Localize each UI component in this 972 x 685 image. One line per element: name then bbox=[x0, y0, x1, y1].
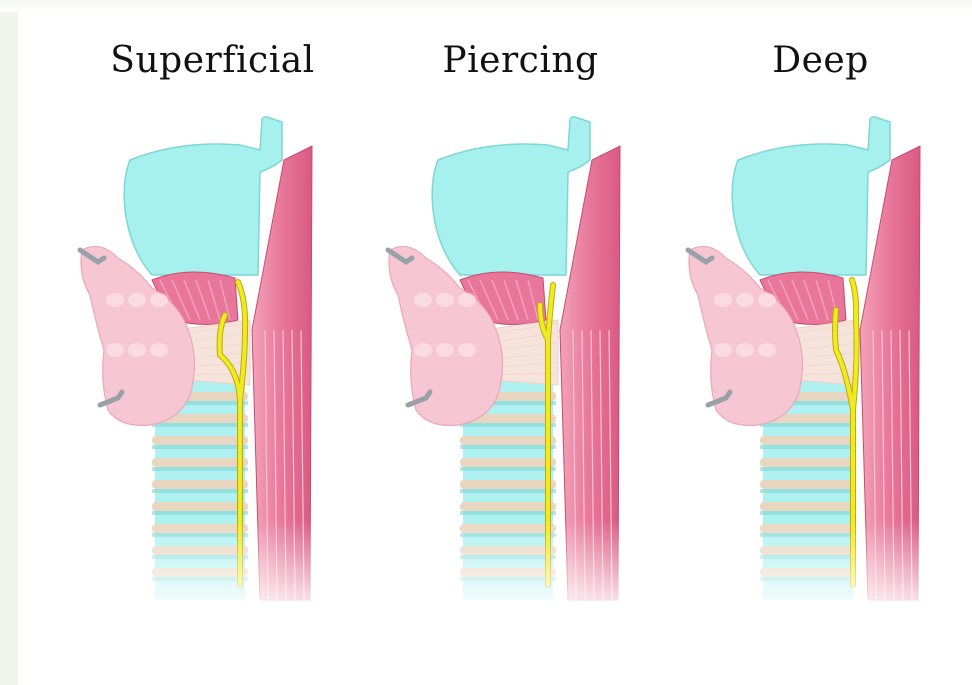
tracheal-ring bbox=[760, 502, 856, 511]
anatomy-illustration-deep bbox=[668, 0, 972, 685]
panel-piercing: Piercing bbox=[368, 0, 673, 685]
tracheal-ring bbox=[760, 436, 856, 445]
tracheal-ring-shadow bbox=[152, 423, 248, 427]
tracheal-ring-shadow bbox=[152, 511, 248, 515]
tracheal-ring bbox=[152, 502, 248, 511]
tracheal-ring-shadow bbox=[460, 511, 556, 515]
tracheal-ring-shadow bbox=[152, 489, 248, 493]
tracheal-ring-shadow bbox=[460, 489, 556, 493]
gland-lobule bbox=[106, 343, 124, 357]
bottom-fade bbox=[60, 520, 365, 620]
bottom-fade bbox=[668, 520, 972, 620]
tracheal-ring-shadow bbox=[760, 467, 856, 471]
tracheal-ring bbox=[152, 458, 248, 467]
tracheal-ring bbox=[460, 502, 556, 511]
tracheal-ring-shadow bbox=[152, 445, 248, 449]
gland-lobule bbox=[106, 293, 124, 307]
anatomy-illustration-superficial bbox=[60, 0, 365, 685]
tracheal-ring-shadow bbox=[760, 489, 856, 493]
tracheal-ring bbox=[152, 480, 248, 489]
tracheal-ring-shadow bbox=[760, 445, 856, 449]
gland-lobule bbox=[736, 343, 754, 357]
gland-lobule bbox=[714, 343, 732, 357]
tracheal-ring-shadow bbox=[460, 445, 556, 449]
tracheal-ring-shadow bbox=[152, 467, 248, 471]
gland-lobule bbox=[714, 293, 732, 307]
gland-lobule bbox=[436, 343, 454, 357]
tracheal-ring-shadow bbox=[460, 467, 556, 471]
gland-lobule bbox=[758, 343, 776, 357]
gland-lobule bbox=[458, 343, 476, 357]
gland-lobule bbox=[458, 293, 476, 307]
tracheal-ring-shadow bbox=[460, 423, 556, 427]
tracheal-ring-shadow bbox=[760, 511, 856, 515]
gland-lobule bbox=[128, 293, 146, 307]
tracheal-ring bbox=[152, 436, 248, 445]
tracheal-ring bbox=[760, 480, 856, 489]
tracheal-ring bbox=[460, 480, 556, 489]
gland-lobule bbox=[736, 293, 754, 307]
tracheal-ring bbox=[460, 436, 556, 445]
thyroid-cartilage bbox=[732, 117, 890, 275]
anatomy-illustration-piercing bbox=[368, 0, 673, 685]
tracheal-ring bbox=[760, 458, 856, 467]
tracheal-ring bbox=[460, 458, 556, 467]
gland-lobule bbox=[414, 343, 432, 357]
gland-lobule bbox=[150, 293, 168, 307]
gland-lobule bbox=[414, 293, 432, 307]
gland-lobule bbox=[150, 343, 168, 357]
bottom-fade bbox=[368, 520, 673, 620]
gland-lobule bbox=[436, 293, 454, 307]
tracheal-ring-shadow bbox=[760, 423, 856, 427]
panel-deep: Deep bbox=[668, 0, 972, 685]
panel-superficial: Superficial bbox=[60, 0, 365, 685]
thyroid-cartilage bbox=[124, 117, 282, 275]
left-border-strip bbox=[0, 0, 18, 685]
gland-lobule bbox=[128, 343, 146, 357]
gland-lobule bbox=[758, 293, 776, 307]
thyroid-cartilage bbox=[432, 117, 590, 275]
